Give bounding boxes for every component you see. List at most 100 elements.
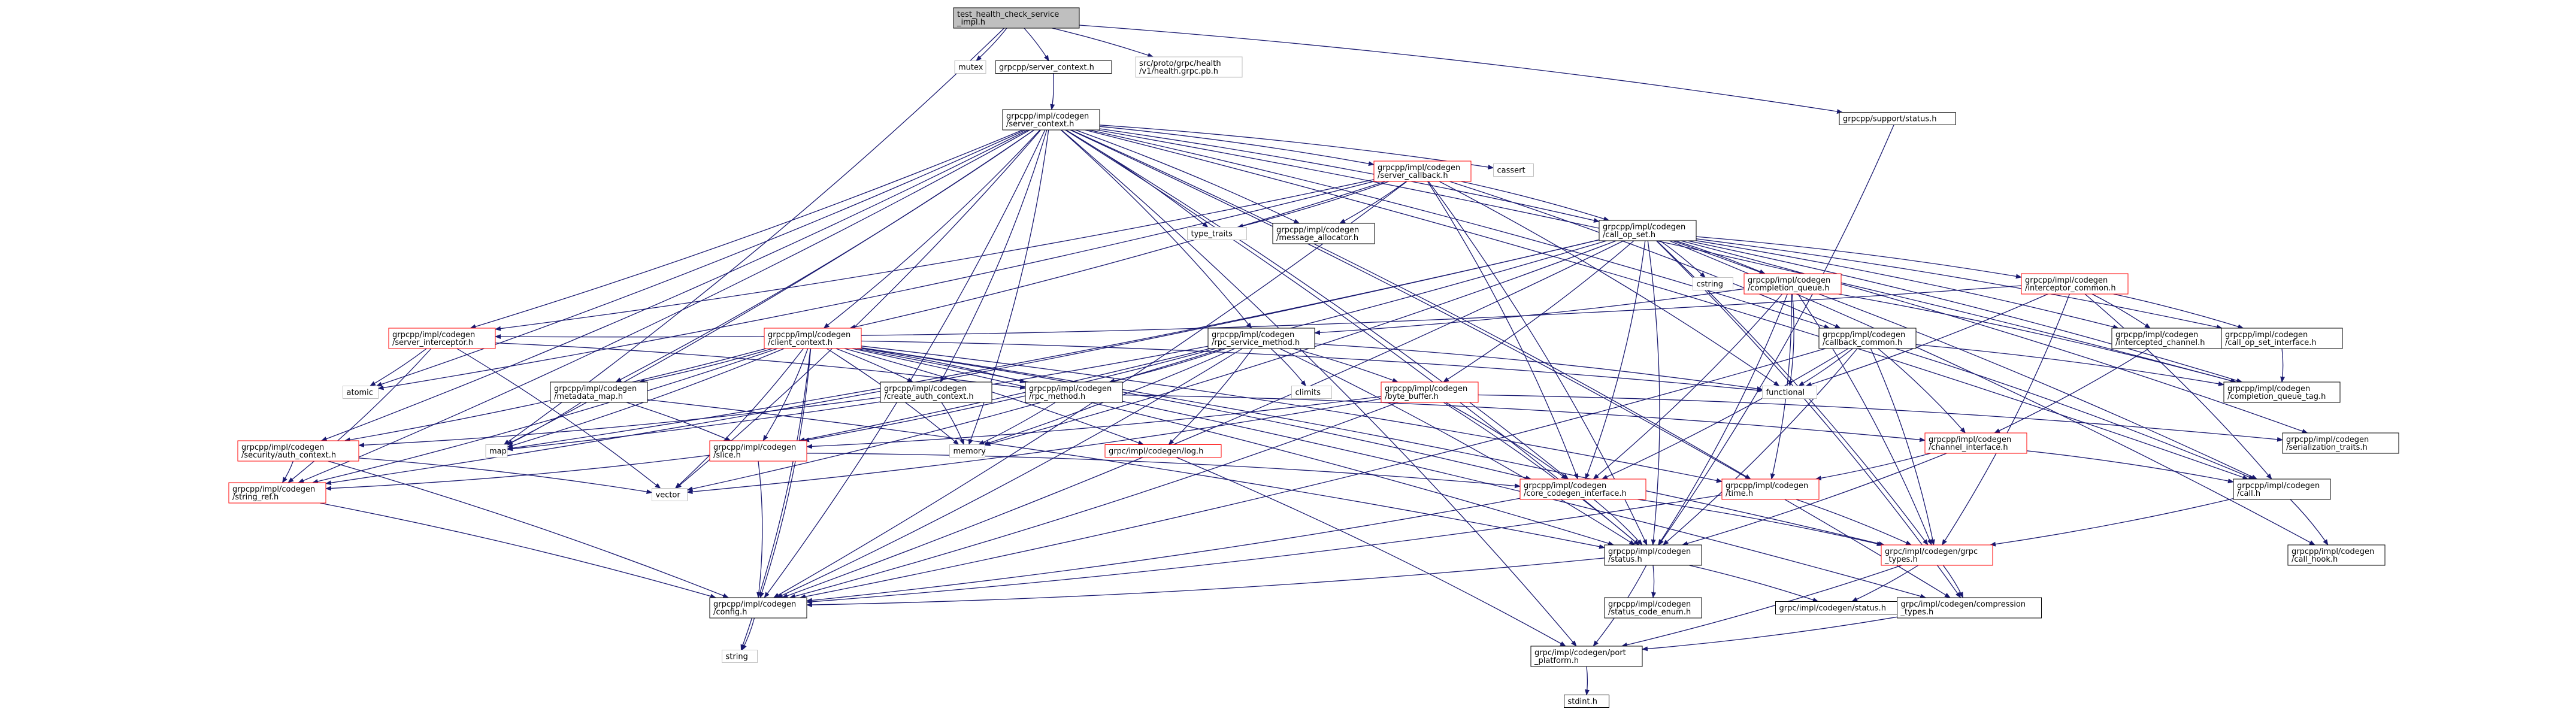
- node-metadata_map[interactable]: grpcpp/impl/codegen/metadata_map.h: [550, 381, 648, 403]
- node-map[interactable]: map: [485, 444, 508, 458]
- node-rpc_method[interactable]: grpcpp/impl/codegen/rpc_method.h: [1025, 381, 1123, 403]
- node-channel_interface[interactable]: grpcpp/impl/codegen/channel_interface.h: [1924, 432, 2027, 454]
- edge-callback_common-to-grpc_types: [1870, 348, 1935, 546]
- node-byte_buffer[interactable]: grpcpp/impl/codegen/byte_buffer.h: [1381, 381, 1479, 403]
- edge-server_context-to-atomic: [376, 129, 1026, 387]
- node-slice[interactable]: grpcpp/impl/codegen/slice.h: [709, 440, 807, 462]
- node-label-mutex-line-0: mutex: [958, 63, 983, 72]
- node-functional[interactable]: functional: [1762, 386, 1817, 399]
- node-label-interceptor_common-line-1: /interceptor_common.h: [2025, 284, 2116, 293]
- node-server_context[interactable]: grpcpp/impl/codegen/server_context.h: [1002, 109, 1100, 131]
- node-config[interactable]: grpcpp/impl/codegen/config.h: [709, 597, 807, 619]
- node-string[interactable]: string: [722, 650, 758, 663]
- node-box-slice: [709, 440, 807, 462]
- node-box-interceptor_common: [2021, 273, 2129, 295]
- node-label-log-line-0: grpc/impl/codegen/log.h: [1109, 447, 1203, 456]
- edge-rpc_service_method-to-vector: [686, 348, 1223, 492]
- edge-client_context-to-time: [861, 346, 1723, 483]
- edge-rpc_service_method-to-rpc_method: [1109, 348, 1227, 383]
- node-client_context[interactable]: grpcpp/impl/codegen/client_context.h: [764, 328, 862, 349]
- node-label-interceptor_common-line-0: grpcpp/impl/codegen: [2025, 276, 2108, 285]
- node-label-string_ref-line-1: /string_ref.h: [232, 493, 279, 502]
- node-box-atomic: [343, 386, 379, 399]
- node-grpc_types[interactable]: grpc/impl/codegen/grpc_types.h: [1881, 544, 1993, 566]
- node-type_traits[interactable]: type_traits: [1187, 227, 1247, 240]
- edge-completion_queue-to-grpc_types: [1797, 293, 1932, 546]
- node-message_allocator[interactable]: grpcpp/impl/codegen/message_allocator.h: [1272, 223, 1375, 244]
- node-status_code_enum[interactable]: grpcpp/impl/codegen/status_code_enum.h: [1604, 597, 1702, 619]
- node-box-port_platform: [1530, 646, 1643, 667]
- node-call_hook[interactable]: grpcpp/impl/codegen/call_hook.h: [2287, 544, 2386, 566]
- node-completion_queue[interactable]: grpcpp/impl/codegen/completion_queue.h: [1743, 273, 1842, 295]
- node-create_auth_context[interactable]: grpcpp/impl/codegen/create_auth_context.…: [880, 381, 992, 403]
- node-stdint[interactable]: stdint.h: [1564, 695, 1609, 708]
- node-log[interactable]: grpc/impl/codegen/log.h: [1104, 444, 1222, 458]
- node-support_status[interactable]: grpcpp/support/status.h: [1839, 112, 1956, 125]
- node-health_grpc[interactable]: src/proto/grpc/health/v1/health.grpc.pb.…: [1135, 56, 1243, 78]
- edge-call_op_set-to-call: [1672, 240, 2258, 480]
- node-serialization_traits[interactable]: grpcpp/impl/codegen/serialization_traits…: [2282, 432, 2399, 454]
- edge-intercepted_channel-to-channel_interface: [1994, 348, 2150, 434]
- node-callback_common[interactable]: grpcpp/impl/codegen/callback_common.h: [1818, 328, 1917, 349]
- edge-server_callback-to-message_allocator: [1339, 181, 1407, 224]
- node-time[interactable]: grpcpp/impl/codegen/time.h: [1721, 478, 1820, 500]
- edge-rpc_service_method-to-climits: [1270, 348, 1306, 387]
- node-port_platform[interactable]: grpc/impl/codegen/port_platform.h: [1530, 646, 1643, 667]
- edge-grpc_types-to-compression_types: [1942, 565, 1964, 598]
- node-status[interactable]: grpcpp/impl/codegen/status.h: [1604, 544, 1702, 566]
- node-label-config-line-0: grpcpp/impl/codegen: [713, 600, 796, 609]
- node-interceptor_common[interactable]: grpcpp/impl/codegen/interceptor_common.h: [2021, 273, 2129, 295]
- edge-server_callback-to-client_context: [849, 181, 1386, 329]
- node-call[interactable]: grpcpp/impl/codegen/call.h: [2233, 478, 2331, 500]
- edge-call_op_set-to-intercepted_channel: [1696, 240, 2119, 329]
- node-completion_queue_tag[interactable]: grpcpp/impl/codegen/completion_queue_tag…: [2223, 381, 2341, 403]
- edge-rpc_service_method-to-slice: [803, 348, 1216, 443]
- node-security_auth_context[interactable]: grpcpp/impl/codegen/security/auth_contex…: [237, 440, 359, 462]
- node-vector[interactable]: vector: [652, 488, 688, 501]
- node-label-server_context_pub-line-0: grpcpp/server_context.h: [999, 63, 1094, 72]
- node-grpc_status[interactable]: grpc/impl/codegen/status.h: [1775, 601, 1906, 614]
- node-memory[interactable]: memory: [949, 444, 986, 458]
- node-server_context_pub[interactable]: grpcpp/server_context.h: [995, 60, 1112, 74]
- node-box-status_code_enum: [1604, 597, 1702, 619]
- node-cstring[interactable]: cstring: [1693, 277, 1733, 290]
- node-call_op_set[interactable]: grpcpp/impl/codegen/call_op_set.h: [1599, 220, 1697, 241]
- edge-create_auth_context-to-security_auth_context: [358, 396, 881, 448]
- edge-callback_common-to-channel_interface: [1878, 348, 1966, 434]
- node-climits[interactable]: climits: [1291, 386, 1332, 399]
- node-label-health_grpc-line-1: /v1/health.grpc.pb.h: [1139, 67, 1218, 76]
- node-atomic[interactable]: atomic: [343, 386, 379, 399]
- node-label-support_status-line-0: grpcpp/support/status.h: [1843, 115, 1937, 124]
- node-core_codegen_interface[interactable]: grpcpp/impl/codegen/core_codegen_interfa…: [1519, 478, 1646, 500]
- node-label-root-line-0: test_health_check_service: [957, 10, 1059, 19]
- node-label-server_interceptor-line-1: /server_interceptor.h: [392, 338, 473, 347]
- node-mutex[interactable]: mutex: [954, 60, 986, 74]
- node-root[interactable]: test_health_check_service_impl.h: [953, 7, 1080, 29]
- edge-rpc_service_method-to-map: [507, 346, 1209, 452]
- edge-callback_common-to-call: [1895, 348, 2255, 480]
- node-intercepted_channel[interactable]: grpcpp/impl/codegen/intercepted_channel.…: [2111, 328, 2224, 349]
- node-label-callback_common-line-0: grpcpp/impl/codegen: [1823, 331, 1905, 340]
- node-label-call-line-1: /call.h: [2237, 489, 2260, 498]
- edge-security_auth_context-to-string_ref: [281, 461, 294, 483]
- node-rpc_service_method[interactable]: grpcpp/impl/codegen/rpc_service_method.h: [1207, 328, 1315, 349]
- node-label-port_platform-line-1: _platform.h: [1534, 656, 1579, 665]
- node-call_op_set_interface[interactable]: grpcpp/impl/codegen/call_op_set_interfac…: [2221, 328, 2343, 349]
- node-server_interceptor[interactable]: grpcpp/impl/codegen/server_interceptor.h: [388, 328, 496, 349]
- node-label-completion_queue-line-0: grpcpp/impl/codegen: [1748, 276, 1830, 285]
- edge-server_context-to-compression_types: [1070, 129, 1951, 598]
- edge-call-to-call_hook: [2290, 499, 2329, 546]
- edge-call_op_set_interface-to-completion_queue_tag: [2280, 348, 2286, 383]
- node-box-time: [1721, 478, 1820, 500]
- node-compression_types[interactable]: grpc/impl/codegen/compression_types.h: [1897, 597, 2042, 619]
- node-server_callback[interactable]: grpcpp/impl/codegen/server_callback.h: [1373, 160, 1472, 182]
- node-cassert[interactable]: cassert: [1493, 163, 1534, 177]
- node-box-rpc_service_method: [1207, 328, 1315, 349]
- edge-call_op_set-to-interceptor_common: [1696, 236, 2022, 279]
- node-label-climits-line-0: climits: [1295, 389, 1321, 398]
- node-box-support_status: [1839, 112, 1956, 125]
- edge-client_context-to-slice: [762, 348, 809, 441]
- node-label-server_callback-line-1: /server_callback.h: [1378, 171, 1448, 180]
- node-string_ref[interactable]: grpcpp/impl/codegen/string_ref.h: [228, 482, 326, 504]
